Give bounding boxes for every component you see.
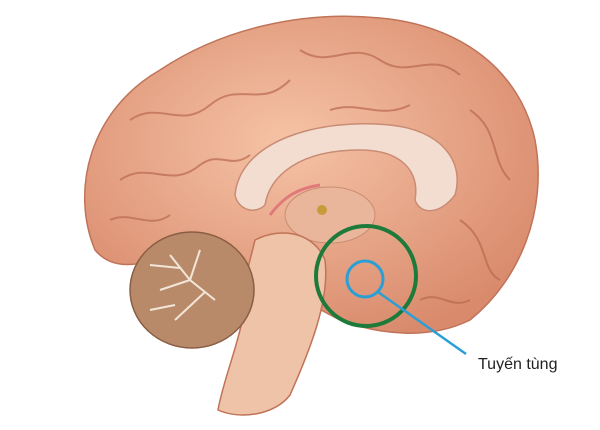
brainstem [217, 232, 327, 416]
gyri [109, 49, 511, 304]
pineal-gland-marker [345, 259, 385, 299]
pointer-line [377, 290, 467, 356]
arbor-vitae [149, 249, 216, 321]
pineal-gland-label: Tuyến tùng [478, 356, 558, 373]
cerebellum [129, 231, 255, 349]
region-highlight-circle [314, 224, 418, 328]
corpus-callosum [234, 123, 458, 212]
